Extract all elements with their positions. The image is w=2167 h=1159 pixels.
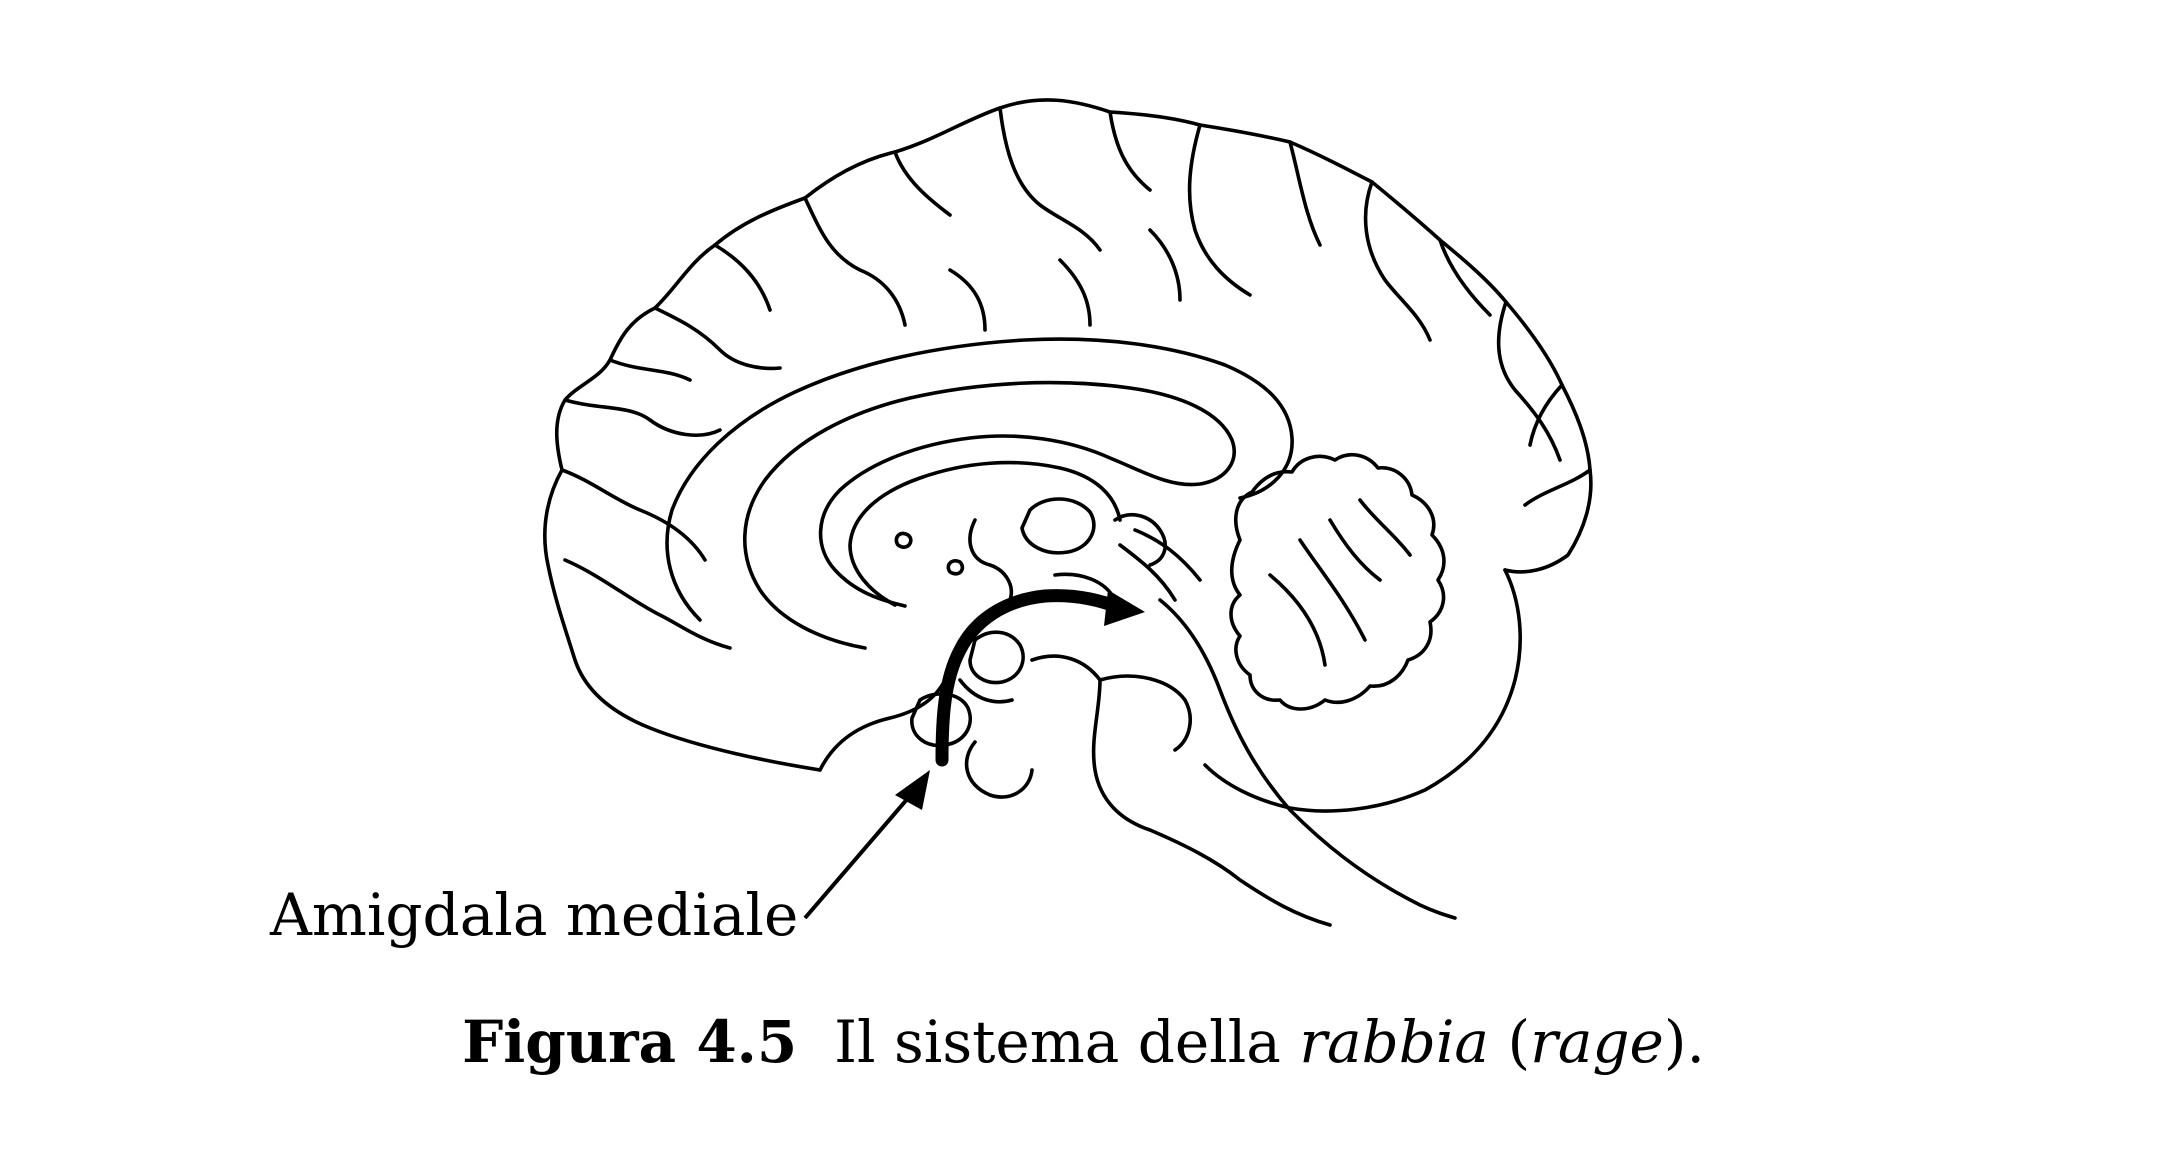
occipital-gyrus-2 bbox=[1528, 383, 1564, 447]
brainstem-back bbox=[1158, 598, 1457, 920]
cingulate-gyrus bbox=[665, 337, 1294, 622]
cerebellum-fold-3 bbox=[1268, 573, 1327, 667]
amygdala-label: Amigdala mediale bbox=[269, 881, 798, 949]
fornix bbox=[848, 460, 1122, 607]
pituitary bbox=[964, 740, 1034, 799]
caption-text-3: ). bbox=[1663, 1008, 1705, 1076]
rage-pathway-arrow bbox=[935, 589, 1127, 767]
tectum-1 bbox=[1118, 543, 1177, 602]
cerebellum-outline bbox=[1203, 568, 1522, 813]
pineal-region bbox=[1113, 513, 1167, 567]
frontal-gyrus-3 bbox=[563, 558, 732, 650]
diencephalon-1 bbox=[968, 518, 1013, 602]
frontal-gyrus-8 bbox=[893, 150, 952, 217]
occipital-gyrus-3 bbox=[1523, 468, 1592, 507]
tectum-2 bbox=[1133, 528, 1202, 582]
cerebellum-fold-1 bbox=[1328, 518, 1382, 582]
pons-contour bbox=[1098, 674, 1192, 752]
brainstem-front bbox=[1030, 654, 1332, 927]
frontal-gyrus-4 bbox=[608, 358, 692, 382]
optic-region bbox=[958, 678, 1014, 704]
label-pointer-arrowhead bbox=[895, 770, 930, 810]
cerebellum-fold-4 bbox=[1358, 498, 1412, 557]
parietal-gyrus-1 bbox=[1108, 110, 1152, 192]
occipital-gyrus-1 bbox=[1496, 300, 1562, 462]
caption-text-1: Il sistema della bbox=[834, 1008, 1300, 1076]
caption-text-2: ( bbox=[1489, 1008, 1531, 1076]
corpus-callosum bbox=[743, 380, 1236, 650]
mammillary-body bbox=[946, 559, 965, 576]
frontal-gyrus-6 bbox=[713, 243, 772, 312]
figure-number: Figura 4.5 bbox=[462, 1008, 798, 1076]
parietal-gyrus-3 bbox=[1288, 140, 1322, 247]
frontal-gyrus-1 bbox=[563, 398, 722, 437]
parietal-gyrus-2 bbox=[1187, 123, 1252, 297]
anterior-commissure bbox=[894, 531, 913, 549]
parietal-gyrus-8 bbox=[948, 268, 987, 332]
rage-pathway-arrowhead bbox=[1104, 590, 1145, 626]
frontal-gyrus-5 bbox=[653, 306, 782, 371]
temporal-lobe bbox=[818, 678, 947, 772]
hypothalamus bbox=[968, 630, 1025, 685]
cerebellum-arbor bbox=[1229, 452, 1446, 711]
parietal-gyrus-7 bbox=[1058, 258, 1092, 327]
cerebrum-outline bbox=[543, 98, 1593, 772]
caption-emphasis-rage: rage bbox=[1530, 1008, 1664, 1076]
frontal-gyrus-2 bbox=[560, 468, 707, 562]
thalamus bbox=[1020, 497, 1096, 555]
label-pointer-line bbox=[803, 788, 917, 920]
parietal-gyrus-5 bbox=[1438, 238, 1492, 317]
frontal-gyrus-7 bbox=[803, 196, 907, 327]
parietal-gyrus-4 bbox=[1363, 180, 1432, 342]
figure-caption: Figura 4.5 Il sistema della rabbia (rage… bbox=[0, 1008, 2167, 1076]
caption-emphasis-rabbia: rabbia bbox=[1299, 1008, 1490, 1076]
parietal-gyrus-6 bbox=[1148, 228, 1182, 302]
frontal-gyrus-9 bbox=[998, 106, 1102, 252]
cerebellum-fold-2 bbox=[1298, 538, 1367, 642]
